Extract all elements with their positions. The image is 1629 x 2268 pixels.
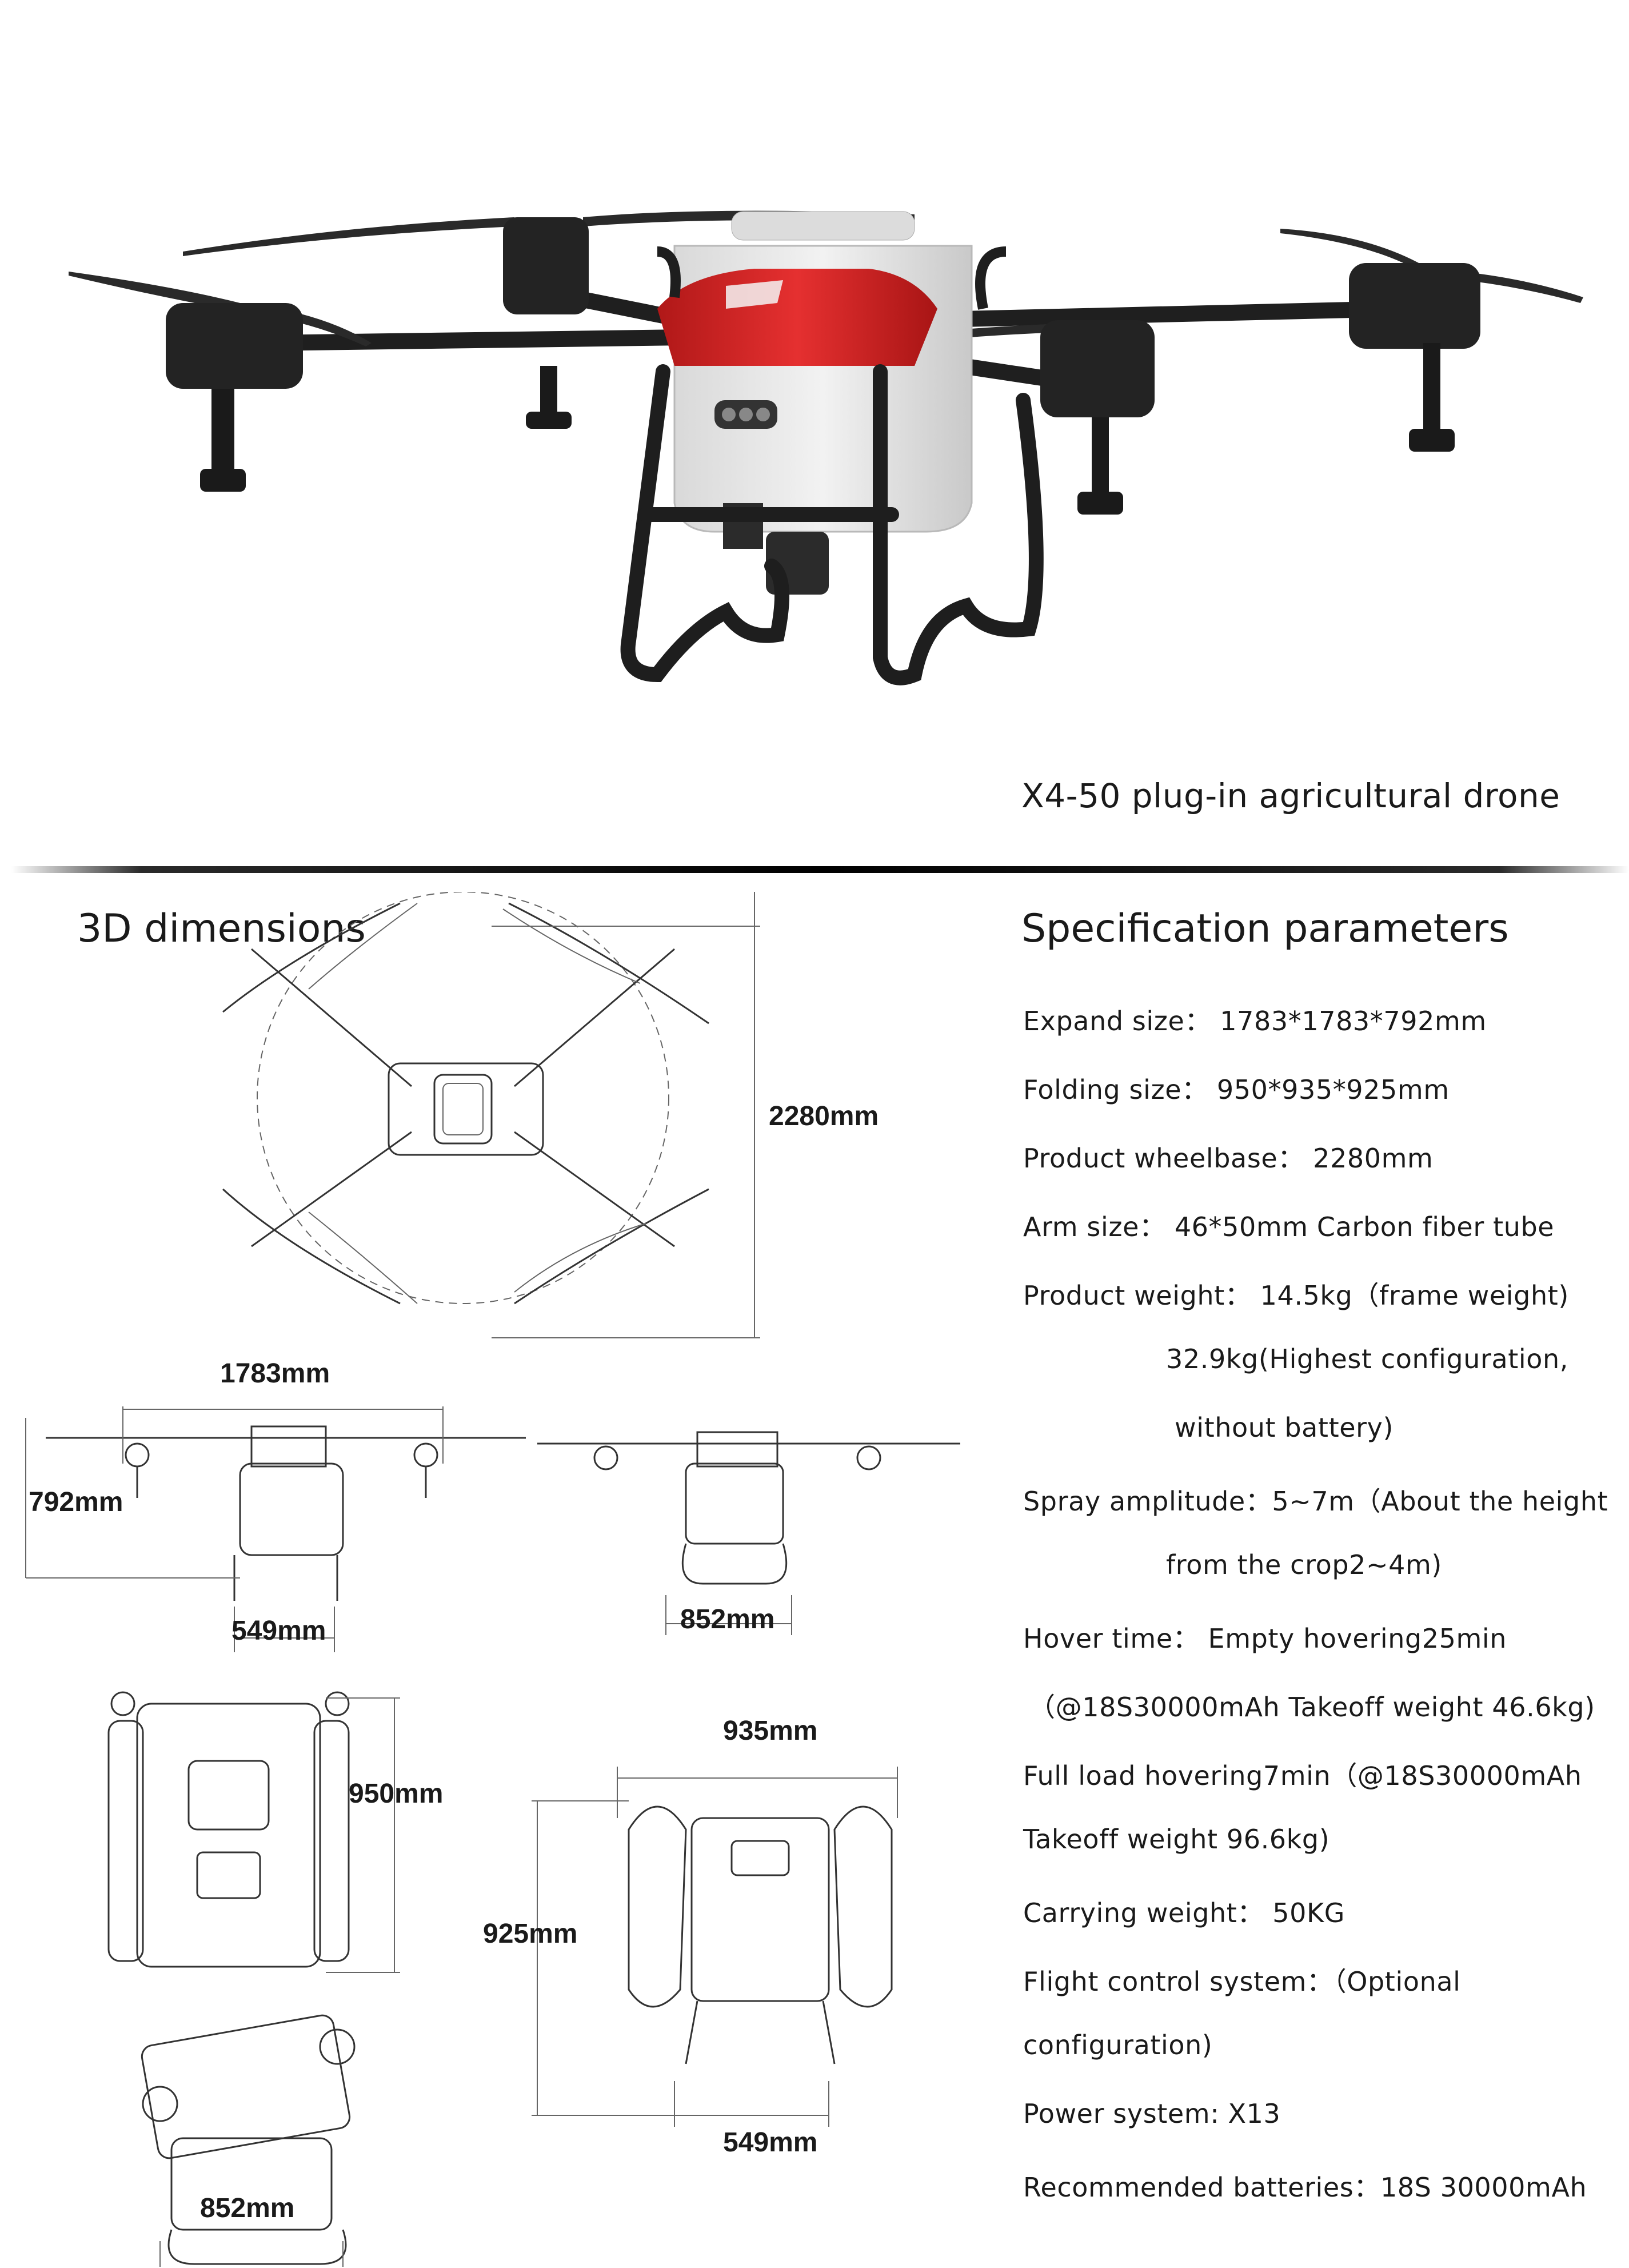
spec-folding-size: Folding size： 950*935*925mm	[1023, 1074, 1450, 1105]
spec-carrying-weight: Carrying weight： 50KG	[1023, 1898, 1345, 1928]
dim-height-792: 792mm	[29, 1487, 123, 1517]
product-caption: X4-50 plug-in agricultural drone	[1021, 776, 1560, 815]
spec-flight-control: Flight control system：（Optional	[1023, 1966, 1461, 1997]
folded-front-drawing	[532, 1767, 898, 2127]
folded-perspective-drawing	[141, 2014, 356, 2267]
folded-top-drawing	[107, 1691, 400, 1973]
dim-leg-549: 549mm	[231, 1616, 326, 1646]
spec-flight-control-cont: configuration)	[1023, 2030, 1213, 2060]
spec-full-load-cont: Takeoff weight 96.6kg)	[1023, 1824, 1330, 1855]
spec-power-system: Power system: X13	[1023, 2098, 1281, 2129]
spec-spray-amplitude: Spray amplitude：5~7m（About the height	[1023, 1486, 1608, 1517]
spec-arm-size: Arm size： 46*50mm Carbon fiber tube	[1023, 1211, 1555, 1242]
top-view-drawing	[222, 892, 760, 1338]
dim-fold-935: 935mm	[723, 1716, 818, 1746]
dim-side-852: 852mm	[680, 1604, 775, 1635]
dim-width-1783: 1783mm	[220, 1358, 330, 1389]
spec-weight-cont-1: 32.9kg(Highest configuration,	[1166, 1344, 1569, 1374]
spec-weight-cont-2: without battery)	[1175, 1412, 1394, 1443]
spec-product-weight: Product weight： 14.5kg（frame weight)	[1023, 1280, 1569, 1311]
spec-wheelbase: Product wheelbase： 2280mm	[1023, 1143, 1434, 1174]
spec-hover-cont: （@18S30000mAh Takeoff weight 46.6kg)	[1029, 1692, 1595, 1723]
dim-fold-950: 950mm	[349, 1779, 444, 1809]
spec-spray-cont: from the crop2~4m)	[1166, 1549, 1442, 1580]
dimensions-heading: 3D dimensions	[77, 906, 366, 951]
dimension-drawings	[25, 892, 960, 2267]
spec-hover-time: Hover time： Empty hovering25min	[1023, 1623, 1507, 1654]
spec-expand-size: Expand size： 1783*1783*792mm	[1023, 1006, 1487, 1037]
spec-batteries: Recommended batteries：18S 30000mAh	[1023, 2172, 1587, 2203]
front-view-drawing	[25, 1406, 526, 1652]
dim-fold-852: 852mm	[200, 2193, 295, 2223]
spec-full-load: Full load hovering7min（@18S30000mAh	[1023, 1760, 1582, 1791]
drone-product-image	[69, 210, 1583, 685]
section-divider	[11, 866, 1629, 873]
dim-wheelbase: 2280mm	[769, 1101, 879, 1131]
dim-fold-549: 549mm	[723, 2127, 818, 2158]
dim-fold-925: 925mm	[483, 1919, 578, 1949]
specifications-heading: Specification parameters	[1021, 906, 1509, 951]
side-view-drawing	[537, 1431, 960, 1635]
